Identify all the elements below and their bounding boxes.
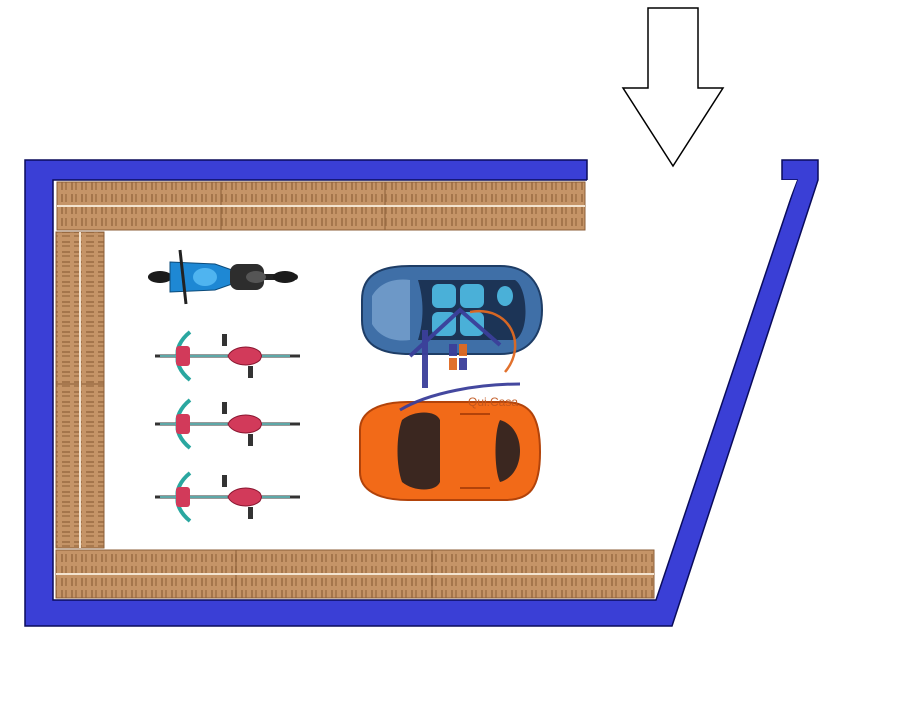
watermark-logo: Qui.Casa — [399, 307, 521, 412]
entrance-arrow — [621, 7, 725, 168]
watermark-text: Qui.Casa — [468, 395, 518, 409]
wall-outline — [24, 159, 819, 627]
bottom-shelves — [55, 549, 655, 599]
bicycle — [155, 330, 300, 382]
top-shelves — [56, 181, 586, 231]
motorcycle — [148, 249, 298, 305]
bicycle — [155, 398, 300, 450]
garage-walls — [24, 159, 819, 627]
down-arrow-icon — [621, 7, 725, 168]
left-shelves — [55, 231, 105, 549]
bicycle — [155, 471, 300, 523]
orange-car — [359, 401, 542, 501]
